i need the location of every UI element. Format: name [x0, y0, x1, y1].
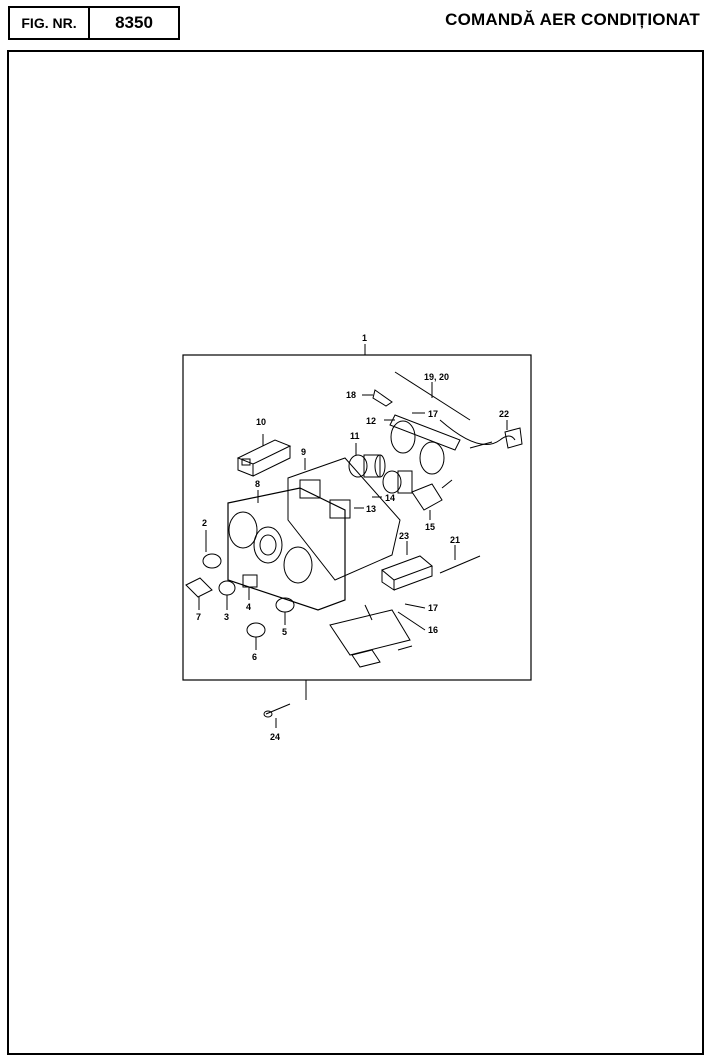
callout-11: 11 [350, 431, 360, 441]
callout-9: 9 [301, 447, 306, 457]
callout-1: 1 [362, 333, 367, 343]
part-2-knob [202, 530, 222, 569]
callout-5: 5 [282, 627, 287, 637]
part-9-frame [287, 457, 401, 581]
callout-17-top: 17 [428, 409, 438, 419]
callout-23: 23 [399, 531, 409, 541]
part-8-control-panel [227, 487, 346, 611]
callout-22: 22 [499, 409, 509, 419]
page-title: COMANDĂ AER CONDIȚIONAT [445, 10, 700, 29]
part-19-20-cables [394, 371, 516, 449]
diagram-frame [7, 50, 704, 1055]
assembly-box [182, 354, 532, 681]
part-7-knob [185, 577, 213, 610]
callout-19-20: 19, 20 [424, 372, 449, 382]
figure-number-box: FIG. NR. 8350 [8, 6, 180, 40]
figure-number: 8350 [115, 13, 153, 32]
callout-14: 14 [385, 493, 395, 503]
part-16-bracket [329, 603, 426, 668]
callout-8: 8 [255, 479, 260, 489]
part-15-actuator [411, 479, 453, 520]
part-10-connector [236, 434, 292, 477]
callout-16: 16 [428, 625, 438, 635]
callout-10: 10 [256, 417, 266, 427]
part-4-knob [242, 574, 258, 600]
part-18-clip [362, 389, 393, 407]
callout-2: 2 [202, 518, 207, 528]
callout-3: 3 [224, 612, 229, 622]
callout-7: 7 [196, 612, 201, 622]
callout-17-bottom: 17 [428, 603, 438, 613]
callout-18: 18 [346, 390, 356, 400]
callout-15: 15 [425, 522, 435, 532]
part-22-plug [504, 420, 523, 449]
figure-label: FIG. NR. [10, 8, 90, 38]
callout-24: 24 [270, 732, 280, 742]
callout-13: 13 [366, 504, 376, 514]
part-13-14-screws [354, 496, 382, 509]
part-6-knob [246, 622, 266, 650]
callout-21: 21 [450, 535, 460, 545]
part-24-screw [263, 703, 291, 728]
callout-12: 12 [366, 416, 376, 426]
callout-6: 6 [252, 652, 257, 662]
part-5-knob [275, 597, 295, 625]
part-23-module [381, 541, 433, 591]
part-12-bracket [384, 414, 461, 475]
part-11-rotary-switch [348, 443, 413, 494]
callout-4: 4 [246, 602, 251, 612]
part-3-knob [218, 580, 236, 610]
part-21-wire [439, 545, 481, 574]
